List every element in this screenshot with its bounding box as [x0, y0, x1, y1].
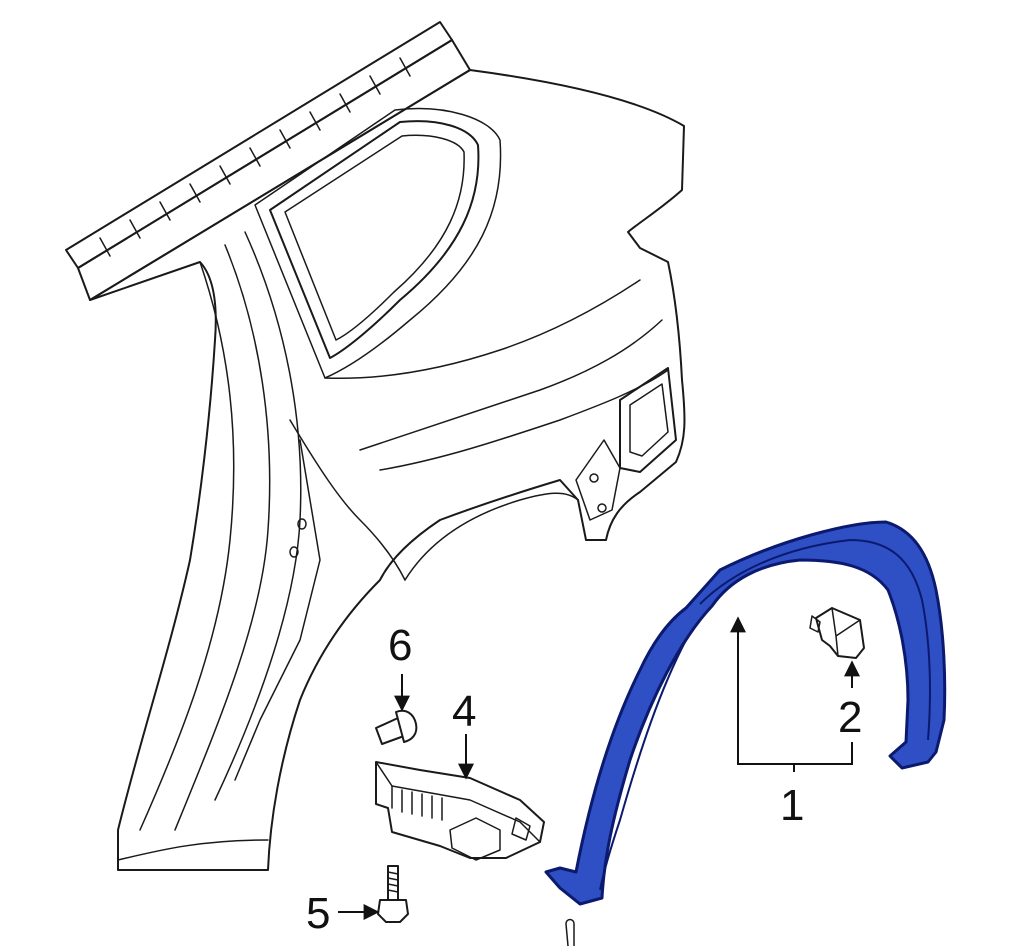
callout-labels: 1 2 4 5 6	[306, 621, 862, 938]
push-pin	[375, 709, 418, 745]
callout-5: 5	[306, 889, 330, 938]
leader-1	[730, 616, 795, 772]
callout-2: 2	[838, 693, 862, 742]
mounting-bracket	[375, 761, 545, 861]
callout-6: 6	[388, 621, 412, 670]
leader-lines	[338, 616, 860, 920]
quarter-panel	[65, 21, 686, 871]
retainer-clip	[809, 607, 865, 659]
callout-1: 1	[780, 781, 804, 830]
wheel-arch-moulding-shape	[544, 520, 947, 906]
wheel-arch-moulding	[544, 520, 947, 946]
callout-4: 4	[452, 687, 476, 736]
bolt	[377, 865, 409, 923]
leader-1b	[794, 742, 853, 765]
